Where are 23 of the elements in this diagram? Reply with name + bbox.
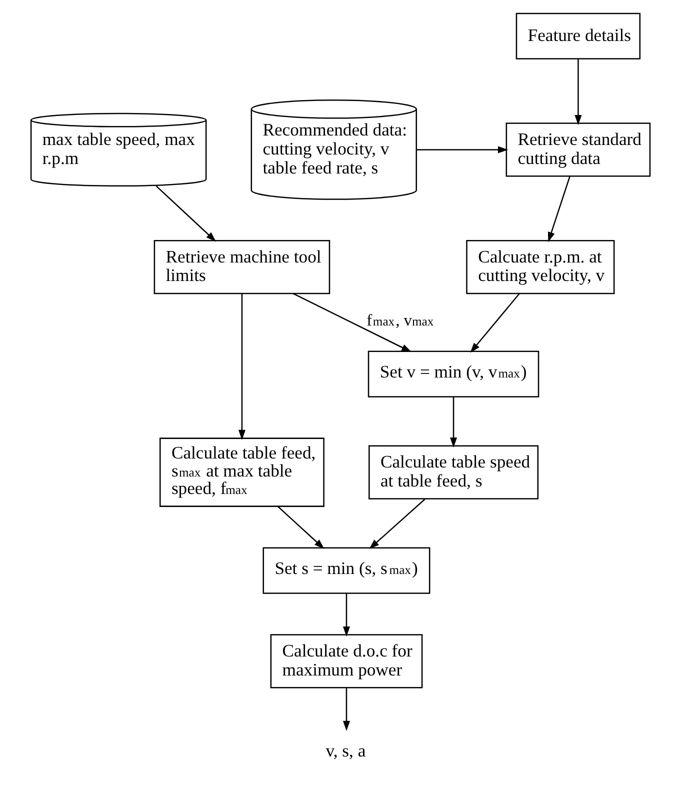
arrow xyxy=(449,397,457,448)
node-box: Calcuate r.p.m. at cutting velocity, v xyxy=(466,240,614,294)
node-box: Calculate table speed at table feed, s xyxy=(368,445,538,500)
arrow xyxy=(238,294,245,440)
node-box: Calculate d.o.c for maximum power xyxy=(270,634,422,688)
arrow xyxy=(277,506,324,549)
arrow xyxy=(342,688,350,731)
arrow xyxy=(155,186,216,242)
arrow xyxy=(574,58,582,126)
arrow xyxy=(292,293,412,352)
arrow xyxy=(416,146,508,154)
edge-label: fmax, vmax xyxy=(366,310,434,330)
node-box: Set s = min (s, smax) xyxy=(262,547,430,594)
node-box: Calculate table feed, smax at max table speed, fmax xyxy=(158,438,324,507)
arrow xyxy=(368,498,425,550)
node-box: Retrieve machine tool limits xyxy=(153,240,330,294)
node-box: Retrieve standard cutting data xyxy=(505,122,650,177)
arrow xyxy=(470,293,520,353)
node-box: Feature details xyxy=(515,12,640,60)
node-text: v, s, a xyxy=(325,740,366,761)
node-box: Set v = min (v, vmax) xyxy=(367,350,539,398)
arrow xyxy=(547,176,570,242)
arrow xyxy=(342,594,350,637)
